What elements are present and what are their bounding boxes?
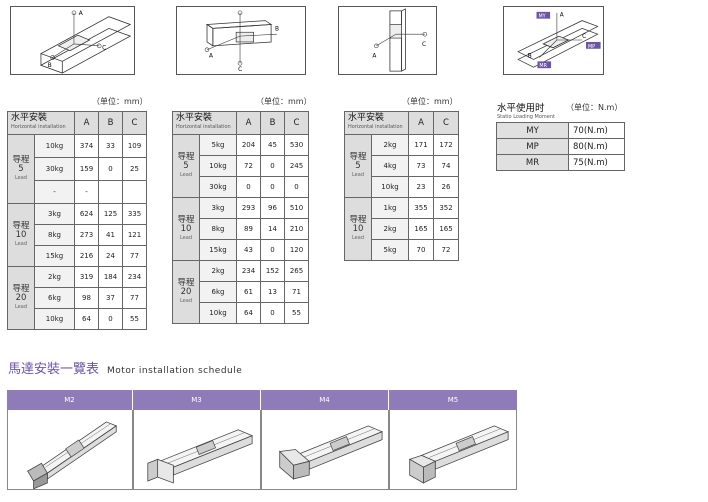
motor-col-m2: M2 bbox=[7, 390, 133, 410]
motor-col-m5: M5 bbox=[389, 390, 517, 410]
label-a: A bbox=[79, 11, 83, 17]
motor-title-en: Motor installation schedule bbox=[107, 366, 243, 376]
motor-col-m4: M4 bbox=[261, 390, 389, 410]
label-a: A bbox=[560, 13, 564, 19]
diagram-horizontal-1: A C B bbox=[10, 6, 135, 75]
col-header: C bbox=[284, 111, 310, 135]
label-b: B bbox=[528, 53, 532, 59]
col-header: B bbox=[260, 111, 286, 135]
label-a: A bbox=[372, 53, 376, 59]
vertical-axis-diagram: A C bbox=[372, 8, 428, 72]
table-row: -- bbox=[8, 180, 148, 204]
label-my: MY bbox=[538, 14, 545, 20]
col-header: C bbox=[122, 111, 148, 135]
motor-title-cn: 馬達安裝一覽表 bbox=[8, 362, 100, 377]
moment-subtitle: Statio Loading Moment bbox=[497, 114, 555, 120]
label-a: A bbox=[209, 53, 213, 59]
motor-image-m4 bbox=[261, 410, 389, 490]
diagram-moment: MY A MP MR B C bbox=[503, 6, 604, 75]
unit-label-1: （单位：mm） bbox=[92, 97, 148, 106]
motor-col-m3: M3 bbox=[133, 390, 261, 410]
label-b: B bbox=[275, 26, 279, 32]
moment-diagram: MY A MP MR B C bbox=[517, 11, 601, 69]
actuator-m3-drawing bbox=[147, 429, 254, 484]
actuator-m2-drawing bbox=[27, 421, 118, 489]
col-header: B bbox=[98, 111, 124, 135]
label-c: C bbox=[422, 42, 426, 48]
col-header: A bbox=[74, 111, 100, 135]
label-mr: MR bbox=[539, 63, 547, 69]
col-header: C bbox=[433, 111, 460, 135]
label-c: C bbox=[102, 46, 106, 52]
diagram-vertical: A C bbox=[338, 6, 437, 75]
label-c: C bbox=[238, 67, 242, 73]
unit-label-3: （单位：mm） bbox=[402, 97, 458, 106]
col-header: A bbox=[408, 111, 435, 135]
label-c: C bbox=[582, 34, 586, 40]
diagram-wall-mount: A B C bbox=[176, 6, 306, 75]
motor-image-m5 bbox=[389, 410, 517, 490]
unit-label-2: （单位：mm） bbox=[256, 97, 312, 106]
actuator-m5-drawing bbox=[408, 425, 510, 484]
wall-mount-diagram: A B C bbox=[204, 10, 279, 73]
moment-unit: （单位：N.m） bbox=[566, 103, 623, 112]
moment-title: 水平使用时 bbox=[497, 103, 545, 114]
motor-section-title: 馬達安裝一覽表 Motor installation schedule bbox=[8, 358, 242, 377]
motor-image-m3 bbox=[133, 410, 261, 490]
motor-image-m2 bbox=[7, 410, 133, 490]
col-header: A bbox=[236, 111, 262, 135]
horizontal-axis-diagram: A C B bbox=[39, 10, 132, 74]
label-mp: MP bbox=[588, 44, 595, 50]
label-b: B bbox=[48, 63, 52, 69]
actuator-m4-drawing bbox=[278, 425, 384, 480]
